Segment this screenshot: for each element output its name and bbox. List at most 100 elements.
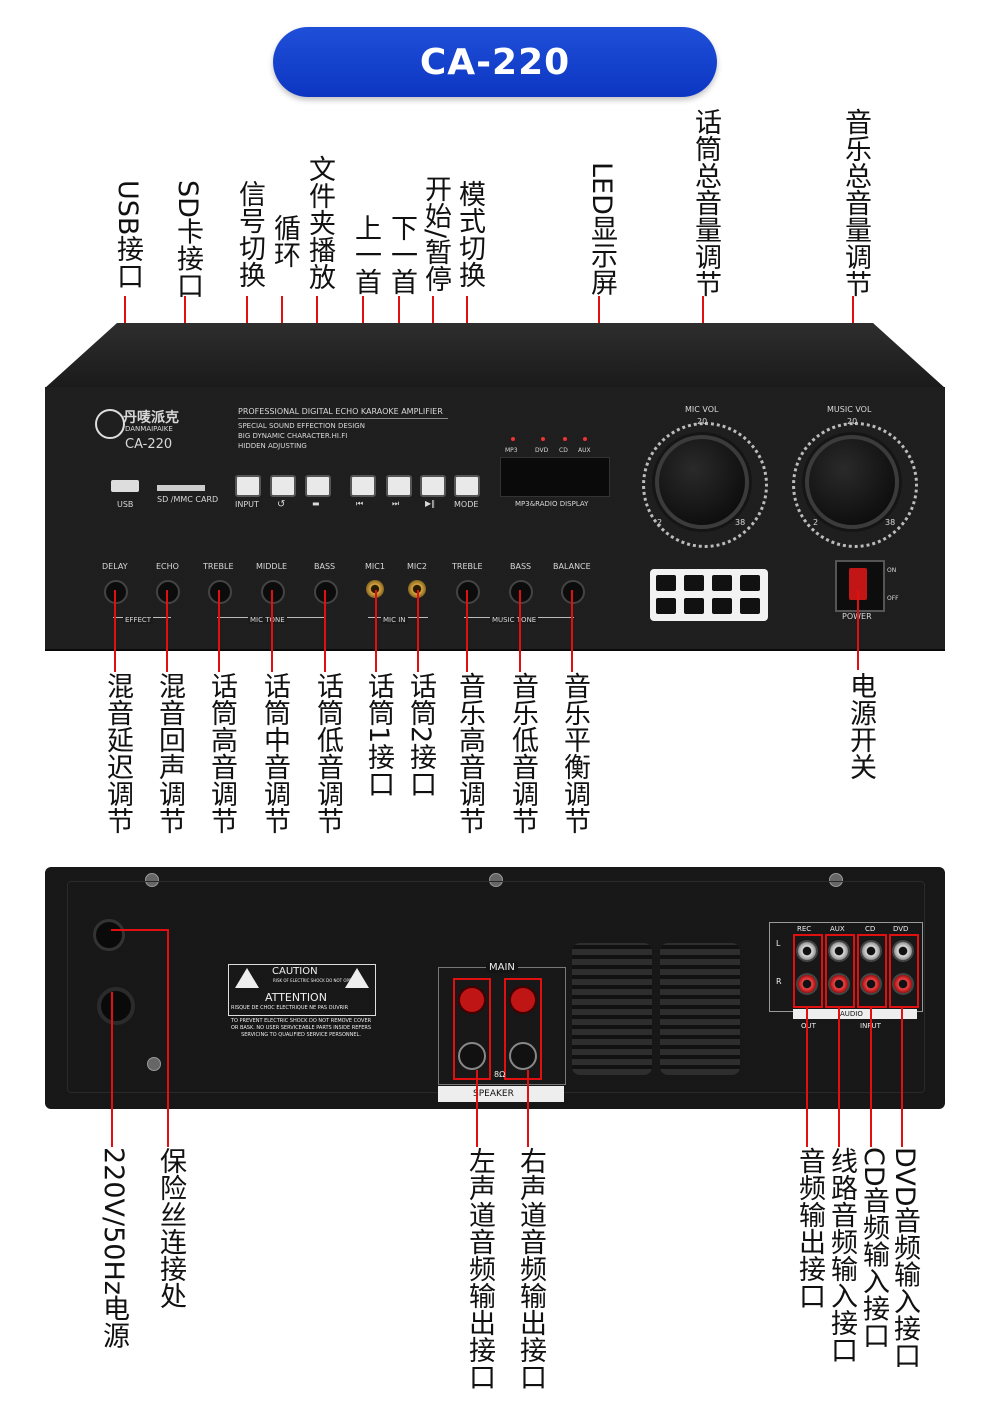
label-usb: USB接口 (112, 180, 143, 290)
mic2-jack[interactable] (408, 580, 426, 598)
label-input: 信号切换 (234, 180, 265, 288)
led-display (500, 457, 610, 497)
vent-left (572, 943, 652, 1075)
mic1-jack[interactable] (366, 580, 384, 598)
input-button[interactable] (235, 475, 261, 497)
label-music-treble: 音乐高音调节 (454, 672, 485, 834)
power-cord (97, 987, 135, 1025)
speaker-label: SPEAKER (473, 1089, 514, 1099)
delay-knob[interactable] (104, 580, 128, 604)
leader-echo (166, 590, 168, 672)
label-echo: 混音回声调节 (154, 672, 185, 834)
folder-icon: ▬ (312, 499, 320, 508)
music-vol-knob[interactable] (805, 435, 899, 529)
leader-music-bass (519, 590, 521, 672)
knob-label-echo: ECHO (156, 562, 179, 571)
mic-scale-max: 38 (735, 518, 746, 527)
loop-button[interactable] (270, 475, 296, 497)
mode-button[interactable] (454, 475, 480, 497)
sd-label: SD /MMC CARD (157, 495, 219, 504)
caution-label: CAUTION RISK OF ELECTRIC SHOCK DO NOT OP… (228, 964, 376, 1016)
button-label-mode: MODE (454, 500, 479, 509)
label-music-bass: 音乐低音调节 (507, 672, 538, 834)
group-mic-in: MIC IN (381, 616, 408, 624)
leader-mic-bass (324, 590, 326, 672)
aux-l-jack[interactable] (828, 940, 850, 962)
attention-title: ATTENTION (265, 991, 327, 1004)
mic-bass-knob[interactable] (314, 580, 338, 604)
power-off-label: OFF (887, 595, 899, 602)
leader-cd (870, 1006, 872, 1147)
group-music-tone: MUSIC TONE (490, 616, 539, 624)
right-positive-terminal[interactable] (509, 986, 537, 1014)
right-negative-terminal[interactable] (509, 1042, 537, 1070)
leader-fuse-h (111, 929, 169, 931)
knob-label-mic-middle: MIDDLE (256, 562, 288, 571)
fuse-holder[interactable] (93, 919, 125, 951)
audio-label-box (793, 1009, 917, 1019)
function-icons-panel (650, 569, 768, 621)
knob-label-balance: BALANCE (553, 562, 591, 571)
folder-button[interactable] (305, 475, 331, 497)
warning-triangle-icon (345, 968, 369, 988)
left-positive-terminal[interactable] (458, 986, 486, 1014)
mic-treble-knob[interactable] (208, 580, 232, 604)
echo-knob[interactable] (156, 580, 180, 604)
music-bass-knob[interactable] (509, 580, 533, 604)
usb-port[interactable] (111, 480, 139, 492)
ohm-label: 8Ω (494, 1070, 506, 1079)
cd-l-jack[interactable] (860, 940, 882, 962)
label-music-vol: 音乐总音量调节 (840, 108, 871, 297)
sd-slot[interactable] (157, 485, 205, 491)
back-panel: CAUTION RISK OF ELECTRIC SHOCK DO NOT OP… (45, 867, 945, 1109)
label-next: 下一首 (386, 214, 417, 295)
mic-vol-knob[interactable] (655, 435, 749, 529)
leader-power (857, 590, 859, 670)
brand-logo-icon (95, 409, 125, 439)
music-treble-knob[interactable] (456, 580, 480, 604)
prev-button[interactable] (350, 475, 376, 497)
led-aux (583, 437, 587, 441)
dvd-r-jack[interactable] (892, 973, 914, 995)
label-mic-treble: 话筒高音调节 (206, 672, 237, 834)
led-label-aux: AUX (578, 447, 591, 454)
label-mic-bass: 话筒低音调节 (312, 672, 343, 834)
cd-r-jack[interactable] (860, 973, 882, 995)
next-button[interactable] (386, 475, 412, 497)
power-switch[interactable] (835, 560, 885, 612)
led-label-mp3: MP3 (505, 447, 518, 454)
vent-right (660, 943, 740, 1075)
balance-knob[interactable] (561, 580, 585, 604)
leader-left-speaker (476, 1070, 478, 1147)
power-on-label: ON (887, 567, 897, 574)
led-cd (563, 437, 567, 441)
mic-middle-knob[interactable] (261, 580, 285, 604)
mic-scale-mid: 20 (697, 417, 708, 426)
label-balance: 音乐平衡调节 (559, 672, 590, 834)
aux-outline (825, 934, 855, 1008)
music-vol-scale (792, 422, 918, 548)
mic-vol-label: MIC VOL (685, 405, 719, 414)
play-icon: ▶‖ (425, 499, 436, 508)
equalizer-icon (712, 575, 732, 591)
label-led: LED显示屏 (586, 162, 617, 296)
label-power-cord: 220V/50Hz电源 (98, 1147, 129, 1349)
led-mp3 (511, 437, 515, 441)
power-rocker[interactable] (849, 568, 867, 600)
col-aux: AUX (830, 925, 845, 933)
label-loop: 循环 (269, 214, 300, 268)
label-cd: CD音频输入接口 (858, 1147, 889, 1349)
led-label-dvd: DVD (535, 447, 549, 454)
play-pause-button[interactable] (420, 475, 446, 497)
left-negative-terminal[interactable] (458, 1042, 486, 1070)
label-aux: 线路音频输入接口 (826, 1147, 857, 1363)
screw (147, 1057, 161, 1071)
dvd-l-jack[interactable] (892, 940, 914, 962)
label-mic1: 话筒1接口 (363, 672, 394, 798)
rec-l-jack[interactable] (796, 940, 818, 962)
leader-right-speaker (527, 1070, 529, 1147)
leader-rec (806, 1006, 808, 1147)
aux-r-jack[interactable] (828, 973, 850, 995)
leader-delay (114, 590, 116, 672)
rec-r-jack[interactable] (796, 973, 818, 995)
